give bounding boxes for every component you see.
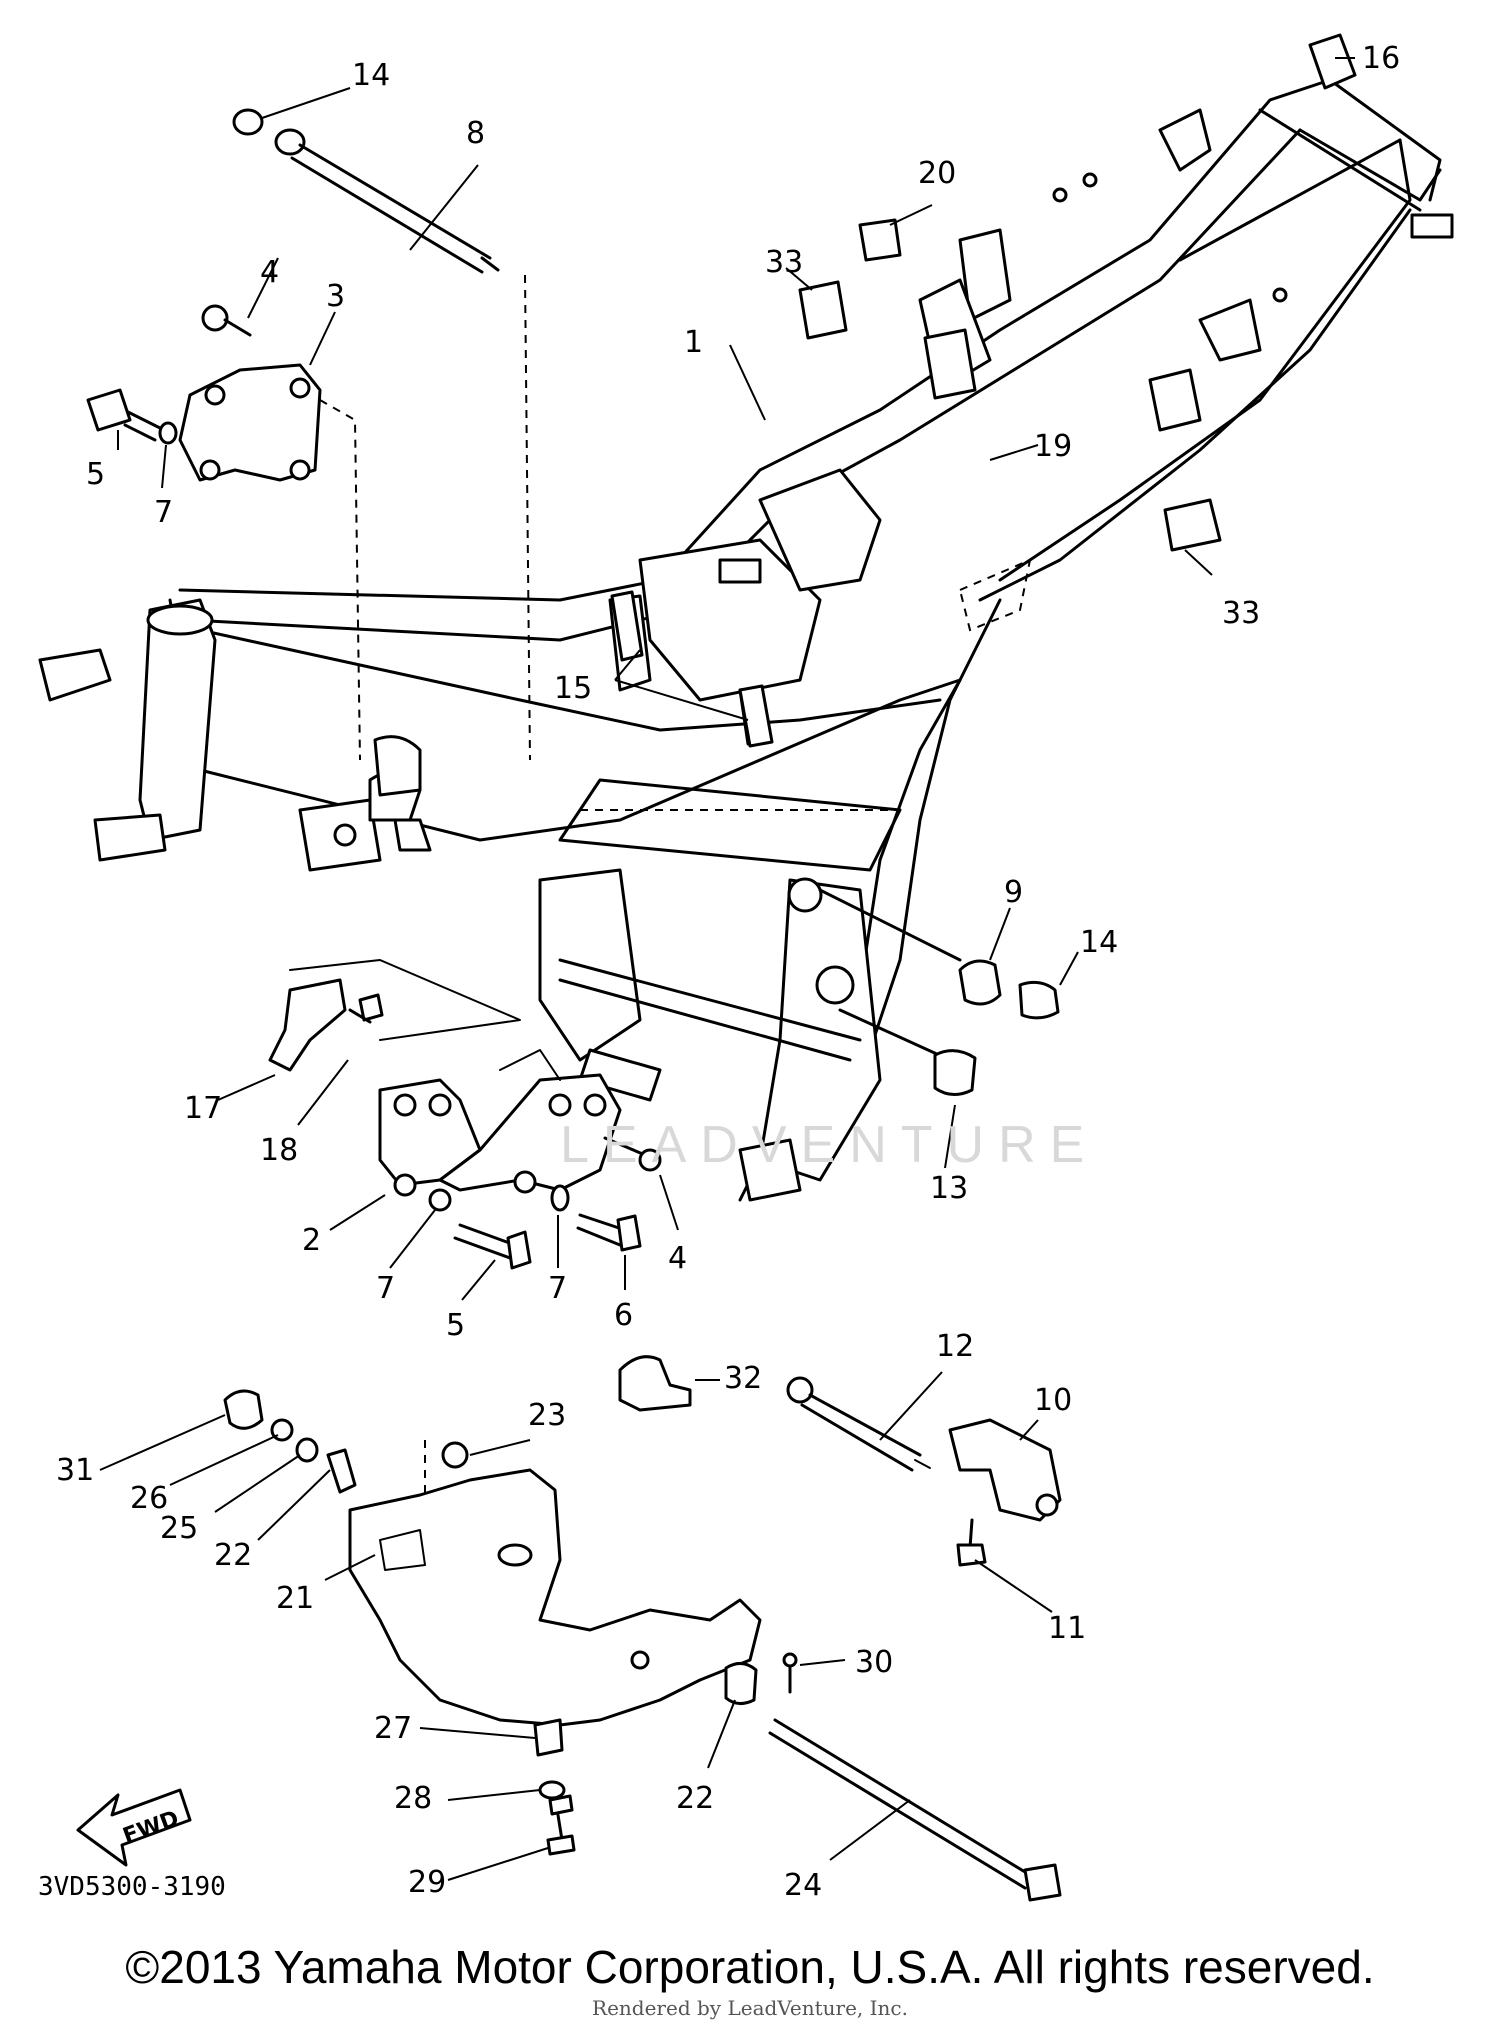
- callout-16: 16: [1362, 41, 1400, 76]
- leader-lines: [99, 57, 1355, 1881]
- callout-10: 10: [1034, 1383, 1072, 1418]
- callout-33-right: 33: [1222, 596, 1260, 631]
- callout-9: 9: [1004, 875, 1023, 910]
- callout-7-right: 7: [548, 1271, 567, 1306]
- callout-18: 18: [260, 1133, 298, 1168]
- diagram-code: 3VD5300-3190: [38, 1872, 226, 1902]
- callout-14-right: 14: [1080, 925, 1118, 960]
- callout-6: 6: [614, 1298, 633, 1333]
- callout-25: 25: [160, 1511, 198, 1546]
- engine-bracket-upper: [86, 108, 531, 797]
- callout-14-top: 14: [352, 58, 390, 93]
- callout-17: 17: [184, 1091, 222, 1126]
- callout-7-top: 7: [154, 495, 173, 530]
- callout-30: 30: [855, 1645, 893, 1680]
- engine-bracket-lower: [268, 959, 662, 1270]
- callout-31: 31: [56, 1453, 94, 1488]
- callout-3: 3: [326, 279, 345, 314]
- callout-29: 29: [408, 1865, 446, 1900]
- callout-2: 2: [302, 1223, 321, 1258]
- callout-4-top: 4: [260, 255, 279, 290]
- callout-5-lower: 5: [446, 1308, 465, 1343]
- callout-4-lower: 4: [668, 1241, 687, 1276]
- callout-20: 20: [918, 156, 956, 191]
- copyright-notice: ©2013 Yamaha Motor Corporation, U.S.A. A…: [125, 1941, 1375, 1993]
- callout-27: 27: [374, 1711, 412, 1746]
- callout-7-left: 7: [376, 1271, 395, 1306]
- callout-32: 32: [724, 1361, 762, 1396]
- engine-guard-assembly: FWD: [76, 1355, 1062, 1902]
- main-frame: [38, 33, 1454, 1202]
- rendered-by-notice: Rendered by LeadVenture, Inc.: [592, 1996, 908, 2020]
- pivot-collars: [818, 888, 1060, 1096]
- callout-21: 21: [276, 1581, 314, 1616]
- callouts: 14 8 16 20 4 3 33 1 5 7 19 33 15 9 14 17…: [56, 41, 1400, 1903]
- callout-28: 28: [394, 1781, 432, 1816]
- callout-11: 11: [1048, 1611, 1086, 1646]
- watermark-text: LEADVENTURE: [560, 1116, 1099, 1174]
- callout-13: 13: [930, 1171, 968, 1206]
- callout-22-left: 22: [214, 1538, 252, 1573]
- callout-33-top: 33: [765, 245, 803, 280]
- callout-24: 24: [784, 1868, 822, 1903]
- callout-15: 15: [554, 671, 592, 706]
- callout-26: 26: [130, 1481, 168, 1516]
- callout-1: 1: [684, 325, 703, 360]
- callout-5-top: 5: [86, 457, 105, 492]
- callout-12: 12: [936, 1329, 974, 1364]
- callout-8: 8: [466, 116, 485, 151]
- callout-23: 23: [528, 1398, 566, 1433]
- callout-22-right: 22: [676, 1781, 714, 1816]
- callout-19: 19: [1034, 429, 1072, 464]
